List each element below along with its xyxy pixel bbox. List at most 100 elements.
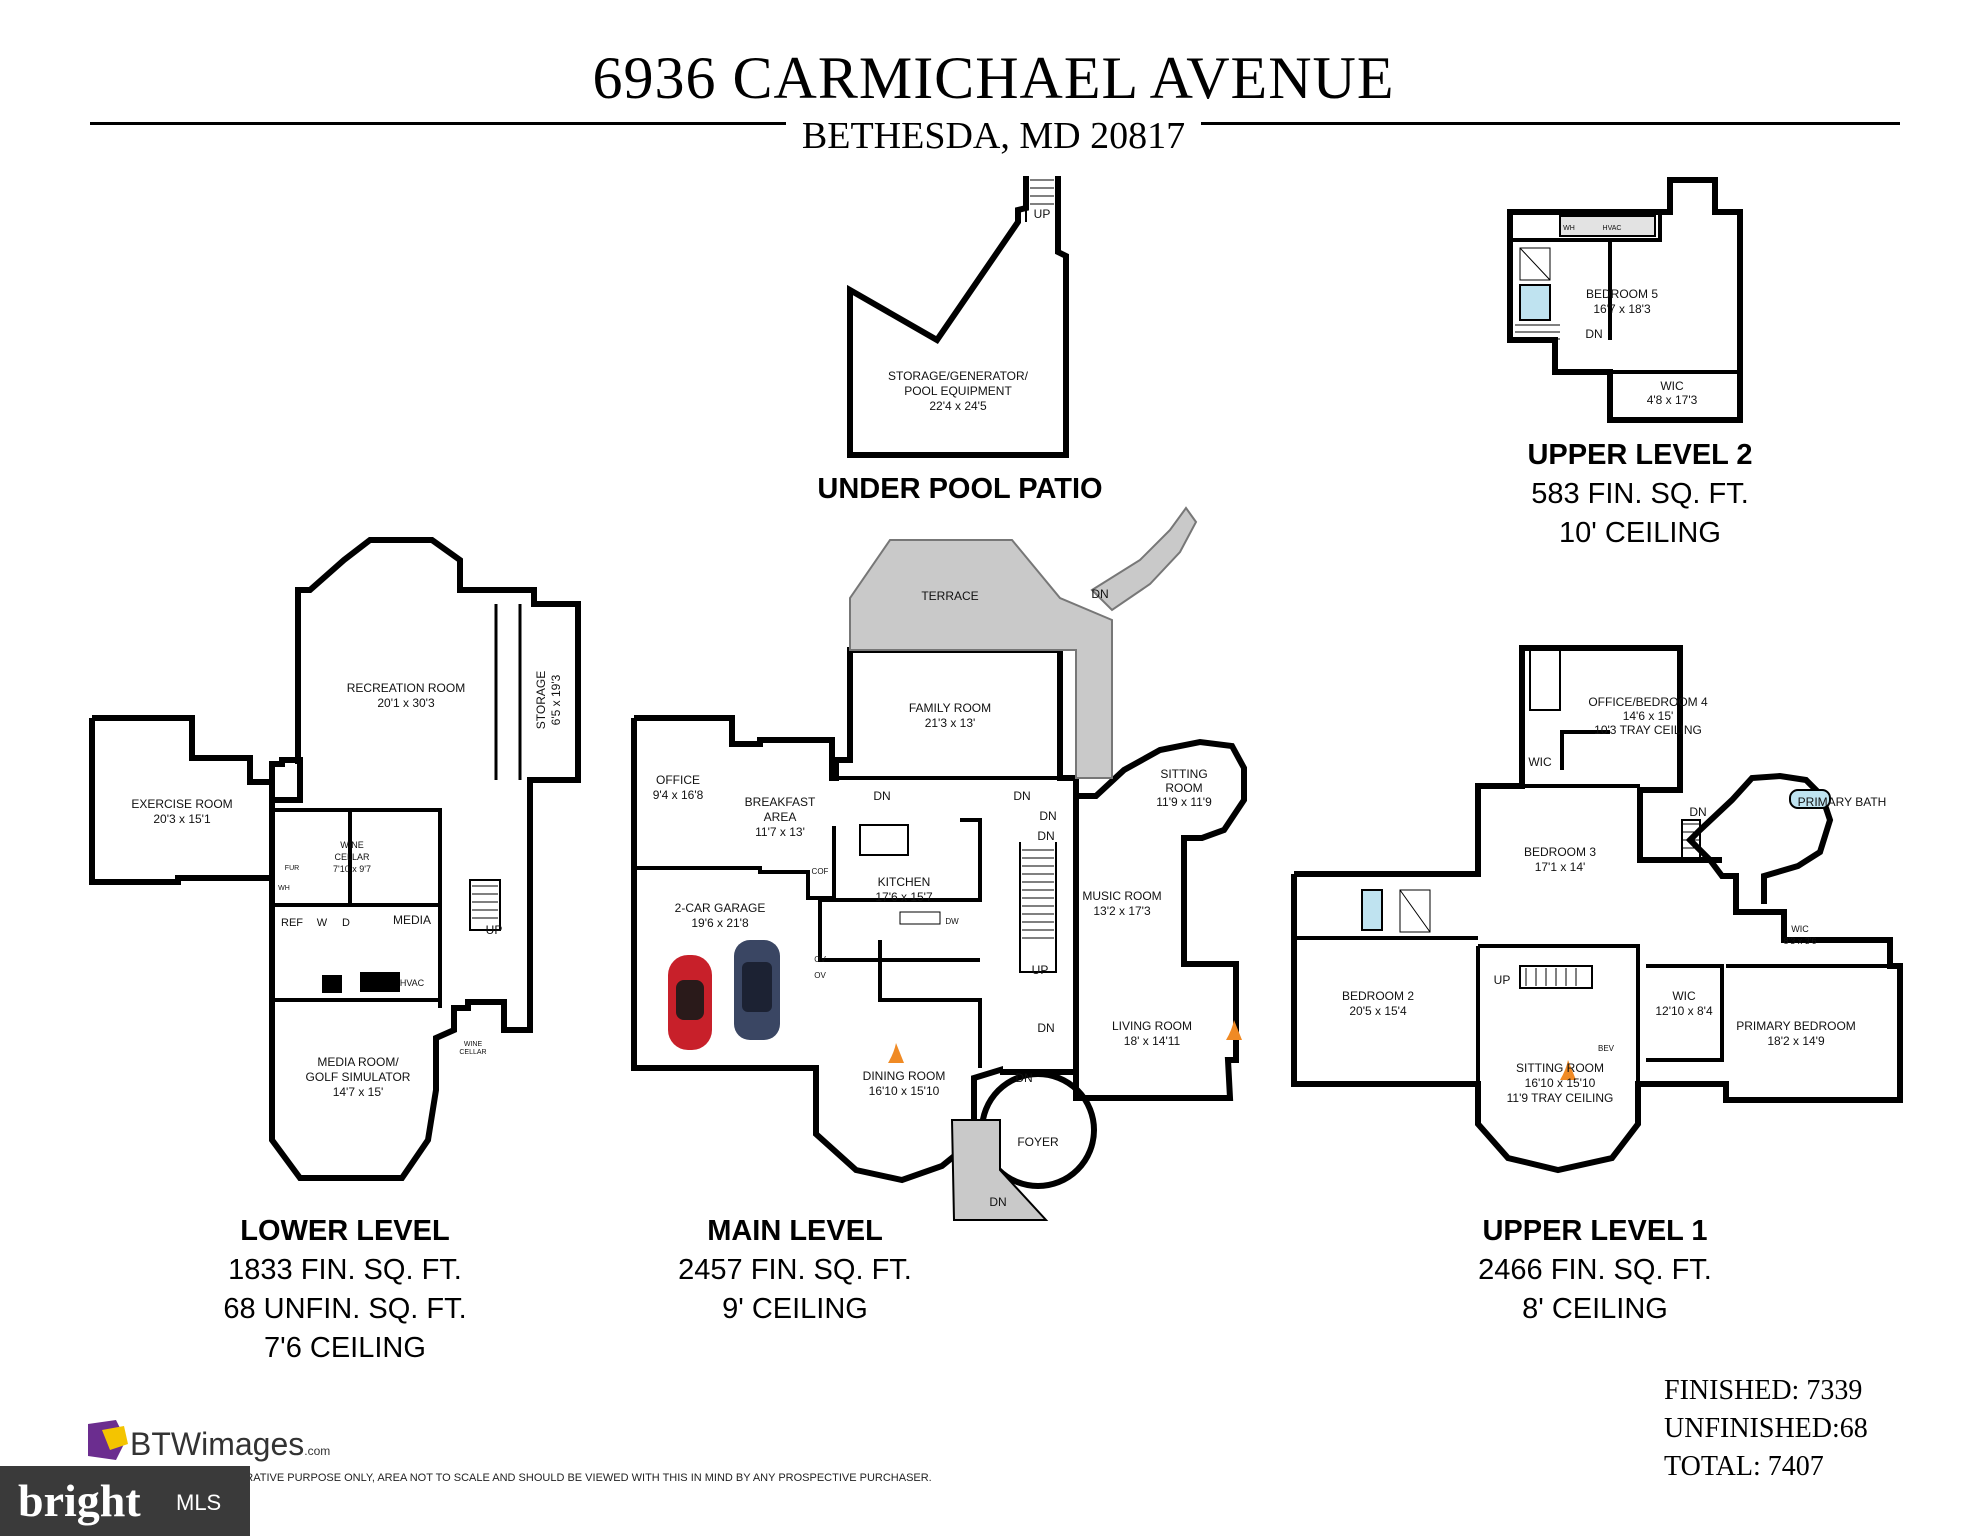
sitting-u1-label: SITTING ROOM [1516, 1061, 1604, 1075]
main-level-ceiling: 9' CEILING [722, 1293, 868, 1325]
up-marker-under-pool: UP [1034, 207, 1051, 221]
media-room-label-2: GOLF SIMULATOR [306, 1070, 411, 1084]
upper-level-2-sqft: 583 FIN. SQ. FT. [1531, 478, 1749, 510]
wic-u2-label: WIC [1660, 379, 1684, 393]
sitting-main-label-2: ROOM [1165, 781, 1202, 795]
upper-level-1-caption: UPPER LEVEL 1 2466 FIN. SQ. FT. 8' CEILI… [1450, 1212, 1740, 1329]
ov-label-2: OV [814, 971, 826, 980]
hvac-u2-label: HVAC [1603, 225, 1622, 232]
terrace-area [849, 539, 1113, 779]
wine-cellar-label-1: WINE [340, 840, 364, 850]
storage-label: STORAGE [534, 671, 548, 729]
bedroom5-label: BEDROOM 5 [1586, 287, 1658, 301]
bedroom2-dims: 20'5 x 15'4 [1349, 1004, 1407, 1018]
btw-brand-name: BTWimages [130, 1426, 305, 1462]
terrace-stairs [1090, 506, 1198, 612]
primary-bed-dims: 18'2 x 14'9 [1767, 1034, 1825, 1048]
up-marker-main: UP [1032, 963, 1049, 977]
bright-logo-text: bright [18, 1475, 141, 1526]
upper-level-1-sqft: 2466 FIN. SQ. FT. [1478, 1254, 1712, 1286]
property-city: BETHESDA, MD 20817 [0, 114, 1987, 158]
recreation-label: RECREATION ROOM [347, 681, 465, 695]
living-label: LIVING ROOM [1112, 1019, 1192, 1033]
media-room-dims: 14'7 x 15' [333, 1085, 384, 1099]
lower-level-fin: 1833 FIN. SQ. FT. [228, 1254, 462, 1286]
bright-mls-logo: bright MLS [0, 1466, 250, 1536]
wine-cellar-label-2: CELLAR [334, 852, 370, 862]
under-pool-name: UNDER POOL PATIO [817, 473, 1103, 505]
office-bed4-ceiling: 10'3 TRAY CEILING [1594, 723, 1702, 737]
upper-level-2-caption: UPPER LEVEL 2 583 FIN. SQ. FT. 10' CEILI… [1500, 436, 1780, 553]
total-value: 7407 [1767, 1451, 1824, 1482]
bedroom2-label: BEDROOM 2 [1342, 989, 1414, 1003]
family-label: FAMILY ROOM [909, 701, 991, 715]
sitting-main-label-1: SITTING [1160, 767, 1207, 781]
fur-label: FUR [285, 865, 299, 872]
storage-generator-label-2: POOL EQUIPMENT [904, 384, 1012, 398]
under-pool-caption: UNDER POOL PATIO [780, 470, 1140, 509]
main-level-caption: MAIN LEVEL 2457 FIN. SQ. FT. 9' CEILING [650, 1212, 940, 1329]
bedroom3-dims: 17'1 x 14' [1535, 860, 1586, 874]
dining-dims: 16'10 x 15'10 [869, 1084, 940, 1098]
lower-level-ceiling: 7'6 CEILING [264, 1332, 426, 1364]
cof-label: COF [812, 867, 829, 876]
office-bed4-dims: 14'6 x 15' [1623, 709, 1674, 723]
under-pool-patio-plan [847, 176, 1069, 458]
wh-label: WH [278, 885, 290, 892]
finished-label: FINISHED: [1664, 1375, 1800, 1406]
fireplace-icon-dining [888, 1043, 904, 1063]
property-city-text: BETHESDA, MD 20817 [785, 115, 1202, 157]
area-totals: FINISHED: 7339 UNFINISHED:68 TOTAL: 7407 [1664, 1372, 1868, 1486]
ov-label-1: OV [814, 955, 826, 964]
music-dims: 13'2 x 17'3 [1093, 904, 1151, 918]
wic-c-dims: 12'10 x 8'4 [1655, 1004, 1713, 1018]
disclaimer: ILLUSTRATIVE PURPOSE ONLY, AREA NOT TO S… [208, 1472, 932, 1484]
dining-label: DINING ROOM [863, 1069, 946, 1083]
total-label: TOTAL: [1664, 1451, 1761, 1482]
dn-marker-family-2: DN [1013, 789, 1030, 803]
exercise-label: EXERCISE ROOM [131, 797, 232, 811]
wic-a-label: WIC [1528, 755, 1552, 769]
main-level-plan [631, 647, 1247, 1221]
office-label: OFFICE [656, 773, 700, 787]
garage-label: 2-CAR GARAGE [675, 901, 766, 915]
unfinished-value: 68 [1839, 1413, 1868, 1444]
upper-level-2-plan [1507, 177, 1743, 423]
dn-marker-u1: DN [1689, 805, 1706, 819]
wine-cellar-small-label-1: WINE [464, 1041, 483, 1048]
terrace-label: TERRACE [921, 589, 978, 603]
kitchen-label: KITCHEN [878, 875, 931, 889]
finished-row: FINISHED: 7339 [1664, 1372, 1868, 1410]
wic-u2-dims: 4'8 x 17'3 [1647, 393, 1698, 407]
btw-brand: BTWimages.com [130, 1426, 330, 1463]
family-dims: 21'3 x 13' [925, 716, 976, 730]
breakfast-label-1: BREAKFAST [745, 795, 816, 809]
property-address: 6936 CARMICHAEL AVENUE [592, 45, 1395, 111]
dn-marker-hall: DN [1037, 1021, 1054, 1035]
dn-marker-family-1: DN [873, 789, 890, 803]
media-room-label-1: MEDIA ROOM/ [317, 1055, 399, 1069]
dn-marker-entry: DN [989, 1195, 1006, 1209]
upper-level-1-plan [1291, 645, 1903, 1174]
main-level-sqft: 2457 FIN. SQ. FT. [678, 1254, 912, 1286]
foyer-label: FOYER [1017, 1135, 1059, 1149]
dn-marker-stairs-2: DN [1037, 829, 1054, 843]
breakfast-dims: 11'7 x 13' [755, 825, 805, 839]
upper-level-1-name: UPPER LEVEL 1 [1482, 1215, 1708, 1247]
dryer-label: D [342, 917, 350, 929]
dn-marker-foyer: DN [1015, 1071, 1032, 1085]
garage-dims: 19'6 x 21'8 [691, 916, 749, 930]
unfinished-label: UNFINISHED: [1664, 1413, 1840, 1444]
primary-bed-label: PRIMARY BEDROOM [1736, 1019, 1856, 1033]
mls-logo-text: MLS [176, 1490, 222, 1515]
bedroom5-dims: 16'7 x 18'3 [1593, 302, 1651, 316]
stair-markers: UP DN UP DN DN DN DN DN UP DN DN DN DN U… [486, 207, 1707, 1209]
living-dims: 18' x 14'11 [1124, 1034, 1181, 1048]
up-marker-lower: UP [486, 923, 503, 937]
upper-level-1-ceiling: 8' CEILING [1522, 1293, 1668, 1325]
office-bed4-label: OFFICE/BEDROOM 4 [1588, 695, 1708, 709]
fireplace-icon-upper [1560, 1060, 1576, 1080]
wic-b-label: WIC [1791, 924, 1809, 934]
lower-level-caption: LOWER LEVEL 1833 FIN. SQ. FT. 68 UNFIN. … [200, 1212, 490, 1368]
